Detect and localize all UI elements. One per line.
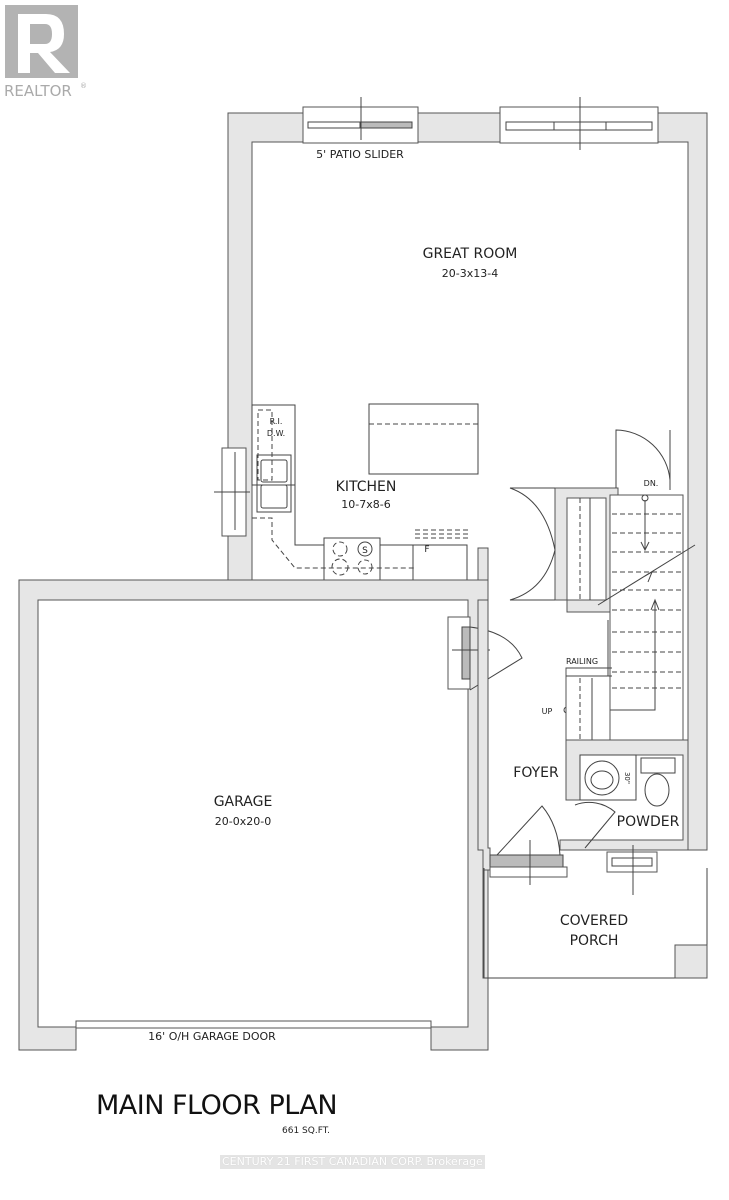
label-ri: R.I.: [270, 417, 283, 426]
label-foyer: FOYER: [513, 765, 559, 781]
plan-title: MAIN FLOOR PLAN: [96, 1090, 338, 1121]
label-great-room: GREAT ROOM: [423, 246, 518, 262]
label-fridge: F: [424, 545, 429, 555]
staircase: [554, 487, 696, 741]
label-kitchen: KITCHEN: [336, 479, 397, 495]
realtor-wordmark: REALTOR: [4, 82, 72, 100]
label-patio-slider: 5' PATIO SLIDER: [316, 148, 404, 161]
label-vanity: 30": [623, 772, 631, 784]
kitchen-window: [214, 447, 250, 537]
label-garage-size: 20-0x20-0: [215, 815, 271, 828]
window-top-right: [499, 97, 659, 150]
label-railing: RAILING: [566, 657, 598, 666]
garage-walls: [18, 579, 489, 1051]
patio-slider: [302, 97, 419, 144]
basement-door-swing: [615, 429, 671, 488]
label-kitchen-size: 10-7x8-6: [341, 498, 390, 511]
label-garage-door: 16' O/H GARAGE DOOR: [148, 1030, 276, 1043]
label-powder: POWDER: [617, 814, 680, 830]
label-great-room-size: 20-3x13-4: [442, 267, 498, 280]
label-stove: S: [362, 546, 368, 556]
label-down: DN.: [644, 479, 659, 488]
watermark: CENTURY 21 FIRST CANADIAN CORP. Brokerag…: [220, 1155, 485, 1169]
porch-post: [674, 944, 708, 979]
covered-porch: [483, 868, 708, 979]
closet-doors: [509, 487, 556, 601]
garage-door: [75, 1020, 432, 1029]
label-porch-2: PORCH: [570, 933, 619, 949]
plan-area: 661 SQ.FT.: [282, 1126, 331, 1136]
label-dw: D.W.: [267, 429, 285, 438]
powder-room: [559, 739, 689, 851]
front-door: [489, 805, 658, 895]
label-garage: GARAGE: [214, 794, 273, 810]
label-up: UP: [542, 707, 553, 716]
realtor-logo: REALTOR ®: [4, 5, 87, 100]
kitchen-island: [368, 403, 479, 475]
label-porch-1: COVERED: [560, 913, 628, 929]
svg-text:®: ®: [80, 82, 87, 90]
